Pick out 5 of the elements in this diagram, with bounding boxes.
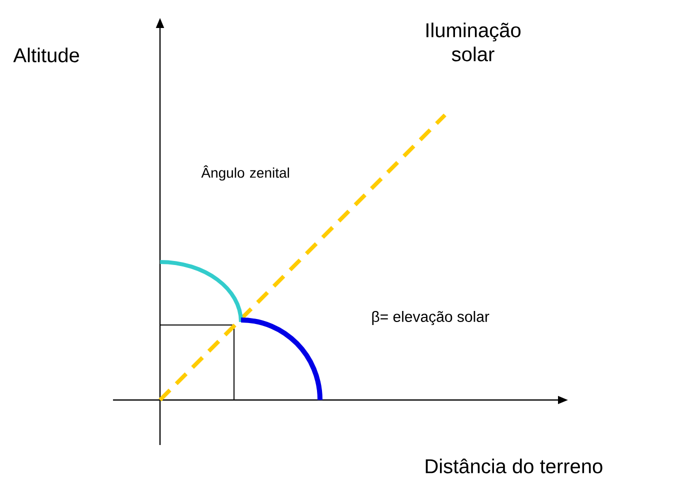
light-label: Iluminação solar (426, 22, 521, 62)
angle-label: β= elevação solar (372, 310, 490, 326)
angle-label: Ângulo zenital (201, 165, 289, 181)
axis-label: Distância do terreno (426, 458, 602, 474)
axis-label: Altitude (13, 48, 80, 62)
